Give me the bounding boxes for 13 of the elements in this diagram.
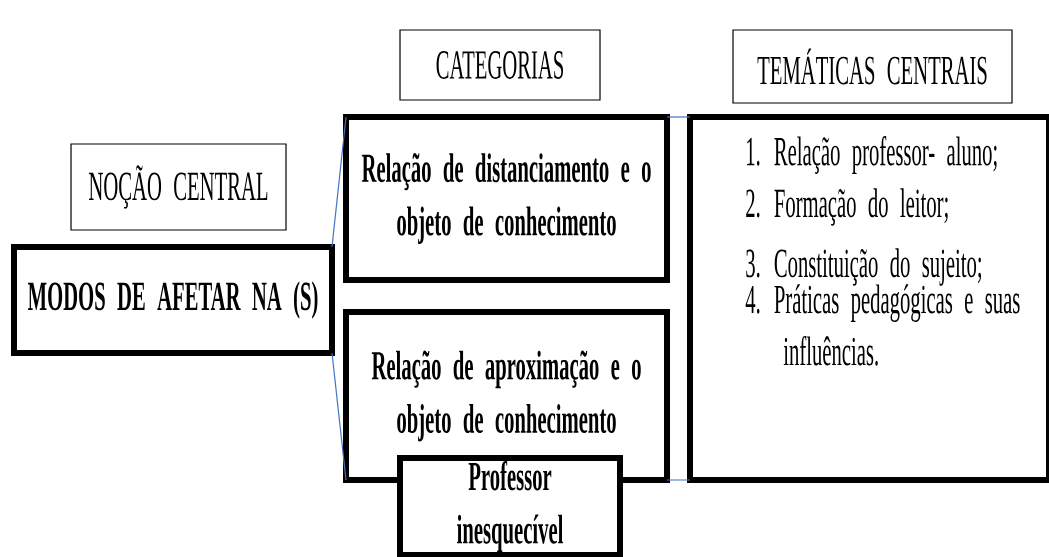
list-item: 4. Práticas pedagógicas e suas influências. <box>745 284 1020 366</box>
heading-box: NOÇÃO CENTRAL <box>70 143 287 231</box>
list-item: 1. Relação professor- aluno; <box>747 136 997 174</box>
connector-line <box>666 116 691 118</box>
process-box: Relação de distanciamento e o objeto de conhecimento <box>343 114 670 283</box>
heading-box: CATEGORIAS <box>399 29 601 101</box>
process-box: MODOS DE AFETAR NA (S) <box>11 244 335 356</box>
list-item: 2. Formação do leitor; <box>746 188 948 226</box>
process-box: Professor inesquecível <box>397 455 623 557</box>
connector-line <box>331 352 347 481</box>
heading-box: TEMÁTICAS CENTRAIS <box>732 29 1013 104</box>
connector-line <box>331 116 347 248</box>
connector-line <box>666 479 691 481</box>
